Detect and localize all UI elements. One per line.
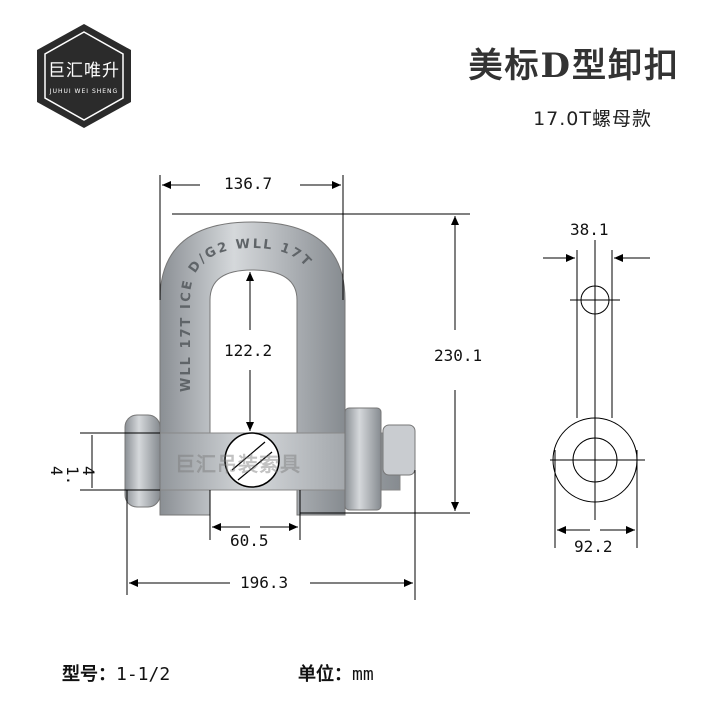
- watermark: 巨汇吊装索具: [175, 452, 301, 476]
- dimension-lines: [80, 175, 650, 600]
- side-view: [550, 240, 645, 520]
- cotter-pin: [382, 424, 416, 476]
- unit-label: 单位：: [298, 664, 352, 685]
- logo-cn-text: 巨汇唯升: [48, 61, 120, 81]
- dim-inner-height: 122.2: [222, 341, 275, 360]
- pin-section-circle: [224, 432, 280, 488]
- dim-bow-width: 136.7: [222, 174, 275, 193]
- dim-inner-width: 60.5: [228, 531, 271, 550]
- unit-value: mm: [352, 664, 374, 685]
- dim-eye-width: 92.2: [572, 537, 615, 556]
- model-label: 型号：: [62, 664, 116, 685]
- dim-total-length: 196.3: [238, 573, 291, 592]
- product-title: 美标D型卸扣: [468, 46, 680, 86]
- pin-head: [124, 414, 161, 508]
- logo-hexagon-icon: [37, 24, 131, 128]
- hex-nut: [344, 407, 382, 511]
- brand-logo: 巨汇唯升 JUHUI WEI SHENG: [34, 22, 134, 130]
- model-value: 1-1/2: [116, 664, 171, 685]
- model-info: 型号：1-1/2: [62, 660, 170, 686]
- dim-pin-diameter: 41.4: [47, 466, 98, 486]
- dim-total-height: 230.1: [432, 346, 485, 365]
- unit-info: 单位：mm: [298, 660, 374, 686]
- logo-en-text: JUHUI WEI SHENG: [49, 88, 119, 95]
- product-subtitle: 17.0T螺母款: [533, 108, 652, 130]
- dim-side-thickness: 38.1: [568, 220, 611, 239]
